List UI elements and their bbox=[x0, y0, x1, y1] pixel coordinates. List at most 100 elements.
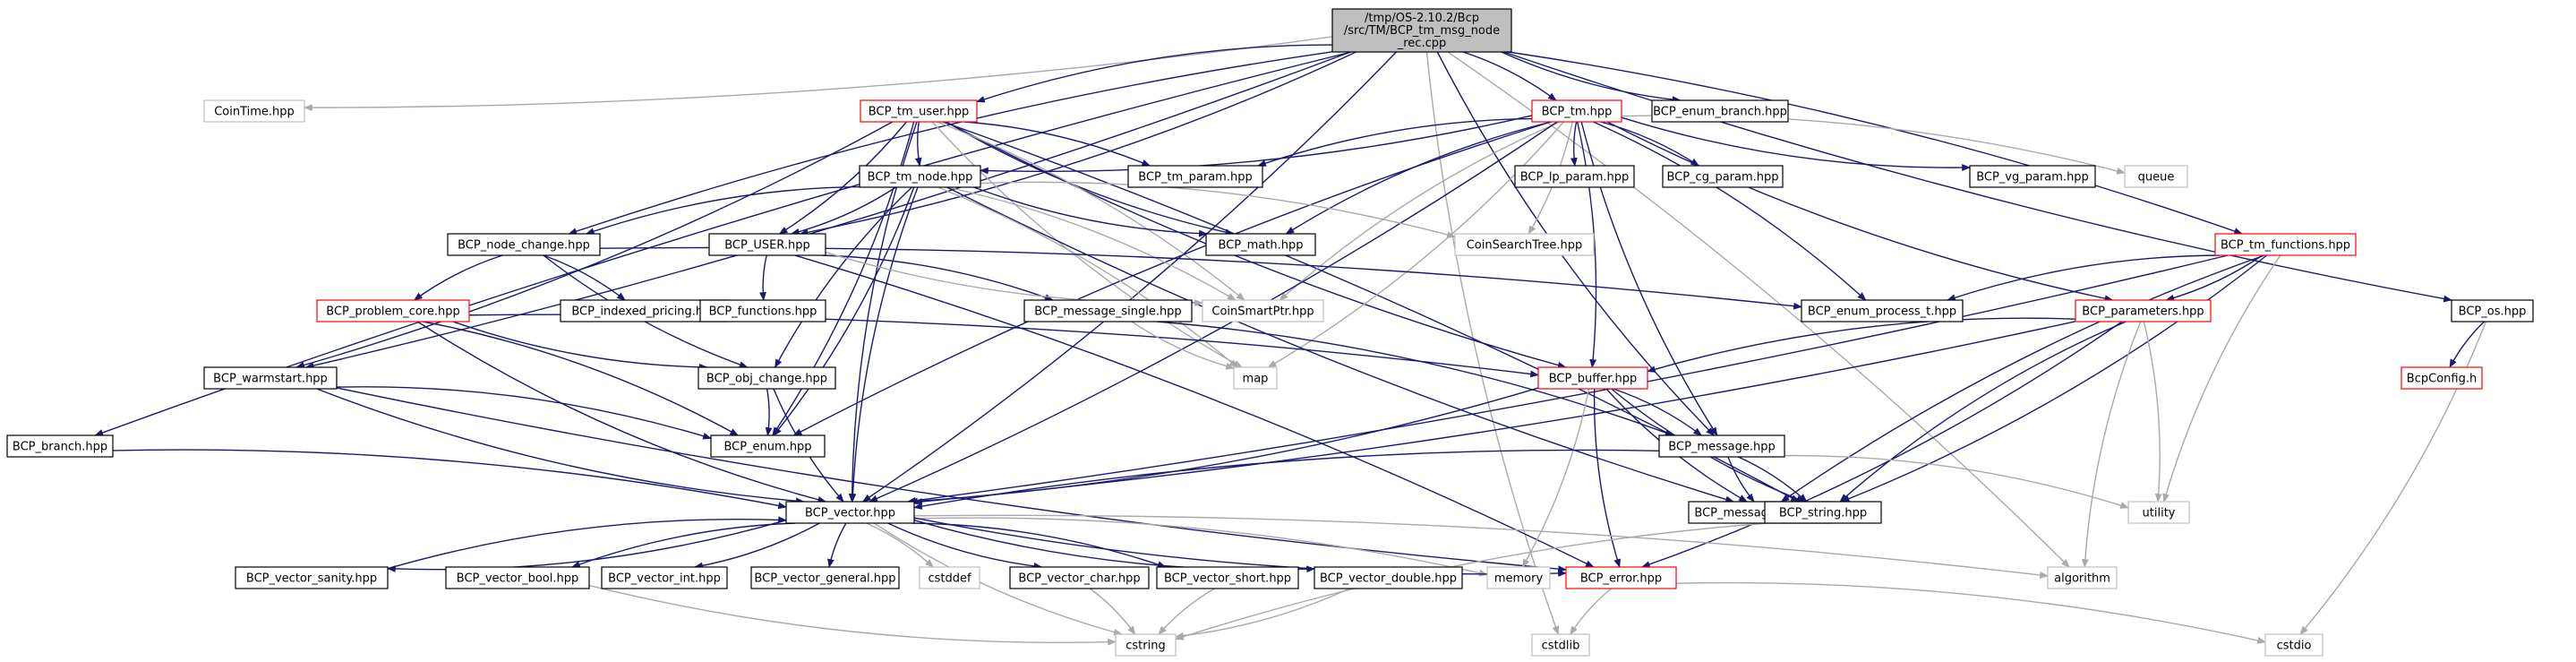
node-box bbox=[2124, 165, 2188, 188]
edge-tm_functions-to-enum_process_t bbox=[1947, 254, 2221, 301]
node-label: BCP_warmstart.hpp bbox=[213, 373, 328, 386]
node-label: BCP_tm_user.hpp bbox=[869, 106, 969, 119]
node-box bbox=[1156, 566, 1299, 589]
edge-tm_functions-to-message_tag bbox=[1780, 254, 2265, 503]
node-label: BCP_enum_process_t.hpp bbox=[1808, 305, 1956, 319]
edge-vector-to-error bbox=[913, 517, 1567, 577]
node-label: BCP_math.hpp bbox=[1219, 239, 1304, 253]
node-label: BCP_tm_functions.hpp bbox=[2221, 239, 2350, 253]
node-utility: utility bbox=[2127, 501, 2190, 524]
edge-tm-to-parameters bbox=[1606, 121, 2114, 303]
edge-tm_functions-to-utility bbox=[2162, 254, 2281, 503]
edge-tm-to-enum_process_t bbox=[1593, 121, 1867, 301]
node-box bbox=[2451, 299, 2534, 322]
node-box bbox=[1565, 566, 1677, 589]
node-box bbox=[1023, 299, 1193, 322]
node-enum-branch[interactable]: BCP_enum_branch.hpp bbox=[1651, 99, 1789, 123]
node-enum[interactable]: BCP_enum.hpp bbox=[710, 434, 826, 458]
node-vector-double[interactable]: BCP_vector_double.hpp bbox=[1314, 566, 1463, 589]
edge-parameters-to-utility bbox=[2143, 321, 2162, 503]
node-obj-change[interactable]: BCP_obj_change.hpp bbox=[697, 366, 836, 390]
node-vector-char[interactable]: BCP_vector_char.hpp bbox=[1009, 566, 1150, 589]
node-label: BCP_functions.hpp bbox=[709, 305, 817, 319]
node-tm-node[interactable]: BCP_tm_node.hpp bbox=[859, 165, 981, 188]
node-bcpconfig[interactable]: BcpConfig.h bbox=[2401, 366, 2483, 390]
node-label: map bbox=[1243, 373, 1269, 386]
edge-problem_core-to-enum bbox=[423, 321, 740, 436]
edge-user-to-functions bbox=[759, 254, 767, 301]
node-label: algorithm bbox=[2054, 572, 2110, 586]
node-math[interactable]: BCP_math.hpp bbox=[1205, 233, 1316, 256]
node-label: BCP_branch.hpp bbox=[13, 441, 107, 454]
edge-tm-to-lp_param bbox=[1570, 121, 1578, 167]
edge-vector_sanity-to-vector bbox=[387, 516, 787, 570]
node-box bbox=[919, 566, 980, 589]
node-buffer[interactable]: BCP_buffer.hpp bbox=[1537, 366, 1648, 390]
edge-tm_node-to-coinsmartptr bbox=[946, 186, 1237, 301]
edge-root-to-tm_user bbox=[976, 44, 1333, 103]
node-box bbox=[1514, 165, 1635, 188]
node-node-change[interactable]: BCP_node_change.hpp bbox=[447, 233, 601, 256]
edge-vector-to-vector_int bbox=[694, 522, 820, 570]
node-label: BCP_vector_int.hpp bbox=[608, 572, 721, 586]
node-algorithm: algorithm bbox=[2047, 566, 2118, 589]
edge-tm-to-map bbox=[1267, 121, 1565, 368]
node-tm[interactable]: BCP_tm.hpp bbox=[1531, 99, 1622, 123]
node-tm-functions[interactable]: BCP_tm_functions.hpp bbox=[2214, 233, 2357, 256]
node-vector-general[interactable]: BCP_vector_general.hpp bbox=[750, 566, 900, 589]
node-vector-short[interactable]: BCP_vector_short.hpp bbox=[1156, 566, 1299, 589]
node-branch[interactable]: BCP_branch.hpp bbox=[6, 434, 114, 458]
node-box bbox=[1205, 233, 1316, 256]
node-label: BCP_buffer.hpp bbox=[1549, 373, 1638, 386]
node-enum-process-t[interactable]: BCP_enum_process_t.hpp bbox=[1801, 299, 1964, 322]
node-message-single[interactable]: BCP_message_single.hpp bbox=[1023, 299, 1193, 322]
edge-vector-to-vector_bool bbox=[571, 522, 796, 568]
node-box bbox=[1969, 165, 2096, 188]
node-box bbox=[1531, 99, 1622, 123]
edge-root-to-cstdlib bbox=[1425, 51, 1560, 635]
node-map: map bbox=[1233, 366, 1278, 390]
edge-tm_node-to-map bbox=[937, 186, 1238, 368]
node-label: BCP_tm.hpp bbox=[1542, 106, 1613, 119]
node-os[interactable]: BCP_os.hpp bbox=[2451, 299, 2534, 322]
node-parameters[interactable]: BCP_parameters.hpp bbox=[2075, 299, 2212, 322]
root-label-line: /src/TM/BCP_tm_msg_node bbox=[1344, 24, 1500, 38]
edge-message-to-message_tag bbox=[1727, 456, 1755, 503]
node-label: memory bbox=[1494, 572, 1544, 586]
node-label: cstdlib bbox=[1542, 640, 1580, 653]
edge-root-to-enum_branch bbox=[1501, 51, 1682, 103]
root-label-line: _rec.cpp bbox=[1397, 37, 1447, 50]
edge-tm_user-to-warmstart bbox=[295, 121, 894, 369]
node-box bbox=[860, 99, 978, 123]
node-tm-user[interactable]: BCP_tm_user.hpp bbox=[860, 99, 978, 123]
node-functions[interactable]: BCP_functions.hpp bbox=[699, 299, 826, 322]
node-cg-param[interactable]: BCP_cg_param.hpp bbox=[1662, 165, 1784, 188]
edge-problem_core-to-obj_change bbox=[452, 321, 708, 371]
node-string[interactable]: BCP_string.hpp bbox=[1764, 501, 1882, 524]
node-layer: /tmp/OS-2.10.2/Bcp/src/TM/BCP_tm_msg_nod… bbox=[6, 8, 2534, 657]
node-vector-sanity[interactable]: BCP_vector_sanity.hpp bbox=[235, 566, 389, 589]
node-label: cstddef bbox=[928, 572, 971, 586]
node-warmstart[interactable]: BCP_warmstart.hpp bbox=[203, 366, 338, 390]
edge-string-to-cstring bbox=[1175, 522, 1768, 641]
edge-branch-to-vector bbox=[112, 449, 787, 510]
node-user[interactable]: BCP_USER.hpp bbox=[708, 233, 826, 256]
node-lp-param[interactable]: BCP_lp_param.hpp bbox=[1514, 165, 1635, 188]
node-problem-core[interactable]: BCP_problem_core.hpp bbox=[316, 299, 470, 322]
node-vector-int[interactable]: BCP_vector_int.hpp bbox=[601, 566, 728, 589]
edge-tm_node-to-math bbox=[973, 186, 1208, 237]
node-label: BCP_vector_sanity.hpp bbox=[246, 572, 377, 586]
edge-buffer-to-memory bbox=[1521, 388, 1590, 568]
node-box bbox=[1531, 633, 1590, 657]
node-root[interactable]: /tmp/OS-2.10.2/Bcp/src/TM/BCP_tm_msg_nod… bbox=[1331, 8, 1512, 53]
node-error[interactable]: BCP_error.hpp bbox=[1565, 566, 1677, 589]
edge-message_single-to-map bbox=[1131, 321, 1235, 370]
node-tm-param[interactable]: BCP_tm_param.hpp bbox=[1127, 165, 1263, 188]
node-label: BCP_enum_branch.hpp bbox=[1653, 106, 1787, 119]
node-vg-param[interactable]: BCP_vg_param.hpp bbox=[1969, 165, 2096, 188]
node-message[interactable]: BCP_message.hpp bbox=[1658, 434, 1785, 458]
node-box bbox=[2401, 366, 2483, 390]
node-vector[interactable]: BCP_vector.hpp bbox=[785, 501, 915, 524]
node-vector-bool[interactable]: BCP_vector_bool.hpp bbox=[445, 566, 590, 589]
node-queue: queue bbox=[2124, 165, 2188, 188]
